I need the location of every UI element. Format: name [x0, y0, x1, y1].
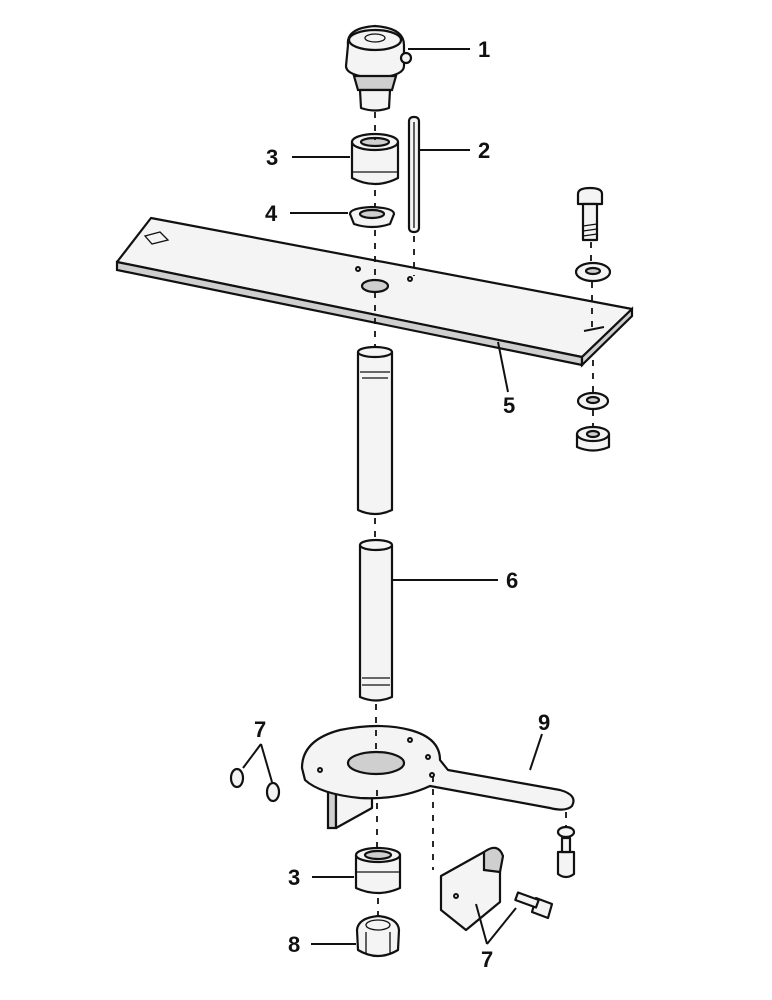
callout-3-bottom: 3 — [288, 865, 300, 890]
part-9-arm-bracket — [300, 724, 575, 830]
part-4-washer — [348, 205, 396, 229]
callout-6: 6 — [506, 568, 518, 593]
callout-labels: 1 2 3 4 5 6 7 9 3 8 7 — [254, 37, 550, 972]
part-3-bushing-top — [350, 132, 400, 186]
part-6-tube-upper — [356, 345, 394, 516]
callout-2: 2 — [478, 138, 490, 163]
part-7-hardware — [229, 767, 576, 932]
leader-lines — [242, 48, 543, 945]
callout-1: 1 — [478, 37, 490, 62]
callout-7-bottom: 7 — [481, 947, 493, 972]
plate-bolt-hardware — [574, 186, 612, 452]
callout-9: 9 — [538, 710, 550, 735]
part-6-tube-lower — [358, 538, 394, 702]
callout-5: 5 — [503, 393, 515, 418]
part-2-rod — [407, 115, 421, 234]
callout-4: 4 — [265, 201, 278, 226]
part-5-plate — [115, 216, 634, 368]
callout-8: 8 — [288, 932, 300, 957]
center-axis-lines — [374, 112, 594, 916]
part-3-bushing-bottom — [354, 846, 402, 895]
callout-7-left: 7 — [254, 717, 266, 742]
part-8-nut — [355, 914, 401, 958]
part-1-cap — [344, 24, 413, 112]
callout-3-top: 3 — [266, 145, 278, 170]
